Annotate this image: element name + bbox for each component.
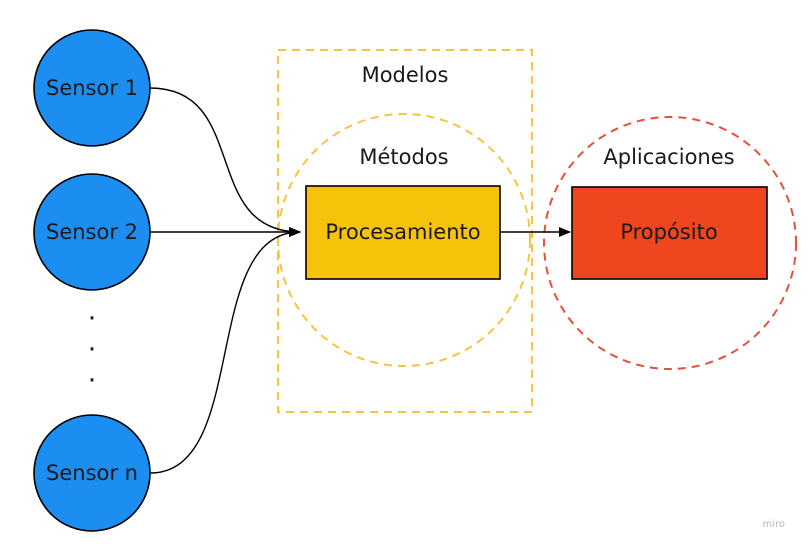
applications-label: Aplicaciones xyxy=(603,145,734,169)
processing-label: Procesamiento xyxy=(325,220,480,244)
sensor-label-2: Sensor 2 xyxy=(46,220,138,244)
sensor-label-n: Sensor n xyxy=(46,461,138,485)
methods-label: Métodos xyxy=(359,145,448,169)
miro-watermark: miro xyxy=(762,519,785,530)
models-region xyxy=(277,49,533,413)
sensor-node-1[interactable] xyxy=(33,29,151,147)
connector-sensor-1 xyxy=(149,87,301,237)
models-label: Modelos xyxy=(362,63,449,87)
methods-region xyxy=(277,113,531,367)
connector-sensor-n xyxy=(149,227,301,474)
sensor-label-1: Sensor 1 xyxy=(46,76,138,100)
ellipsis-dot-1: · xyxy=(88,304,96,334)
sensor-node-n[interactable] xyxy=(33,414,151,532)
sensor-node-2[interactable] xyxy=(33,173,151,291)
purpose-label: Propósito xyxy=(620,220,717,244)
processing-box[interactable] xyxy=(305,185,501,280)
ellipsis-dot-3: · xyxy=(88,366,96,396)
purpose-box[interactable] xyxy=(571,186,768,280)
applications-region xyxy=(543,116,797,370)
ellipsis-dot-2: · xyxy=(88,335,96,365)
